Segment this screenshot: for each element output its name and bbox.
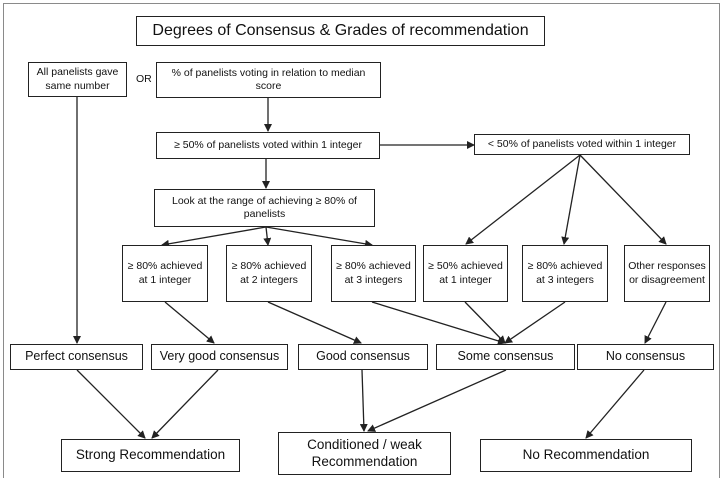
arrow-good-to-conditioned (359, 369, 368, 432)
node-conditioned-recommendation: Conditioned / weak Recommendation (278, 432, 451, 475)
node-very-good-consensus: Very good consensus (151, 344, 288, 370)
arrow-other-to-none (644, 301, 667, 344)
node-ge50: ≥ 50% of panelists voted within 1 intege… (156, 132, 380, 159)
node-look-range: Look at the range of achieving ≥ 80% of … (154, 189, 375, 227)
node-a50-1-integer: ≥ 50% achieved at 1 integer (423, 245, 508, 302)
arrow-none-to-no-rec (585, 369, 645, 439)
arrow-lt50-to-a50-1 (465, 154, 581, 245)
node-all-same: All panelists gave same number (28, 62, 127, 97)
node-no-recommendation: No Recommendation (480, 439, 692, 472)
node-pct-median: % of panelists voting in relation to med… (156, 62, 381, 98)
arrow-very-good-to-strong (151, 369, 219, 439)
node-other-responses: Other responses or disagreement (624, 245, 710, 302)
node-some-consensus: Some consensus (436, 344, 575, 370)
node-a80-2-integers: ≥ 80% achieved at 2 integers (226, 245, 312, 302)
arrow-look-to-a80-1 (161, 226, 267, 248)
node-good-consensus: Good consensus (298, 344, 428, 370)
arrow-a50-1-to-some (464, 301, 506, 344)
node-a80-1-integer: ≥ 80% achieved at 1 integer (122, 245, 208, 302)
arrow-perfect-to-strong (76, 369, 146, 439)
arrow-lt50-to-other (579, 154, 667, 245)
node-lt50: < 50% of panelists voted within 1 intege… (474, 134, 690, 155)
diagram-title: Degrees of Consensus & Grades of recomme… (136, 16, 545, 46)
or-connector: OR (136, 73, 152, 85)
arrow-some-to-conditioned (367, 369, 507, 432)
node-no-consensus: No consensus (577, 344, 714, 370)
arrow-b80-3-to-some (504, 301, 566, 344)
arrow-lt50-to-b80-3 (561, 154, 581, 245)
node-a80-3-integers: ≥ 80% achieved at 3 integers (331, 245, 416, 302)
arrow-a80-2-to-good (267, 301, 362, 344)
arrow-a80-1-to-very-good (164, 301, 215, 344)
arrow-a80-3-to-some (371, 301, 506, 345)
node-perfect-consensus: Perfect consensus (10, 344, 143, 370)
node-strong-recommendation: Strong Recommendation (61, 439, 240, 472)
node-b80-3-integers: ≥ 80% achieved at 3 integers (522, 245, 608, 302)
arrow-look-to-a80-2 (263, 226, 272, 246)
arrow-look-to-a80-3 (265, 226, 373, 248)
